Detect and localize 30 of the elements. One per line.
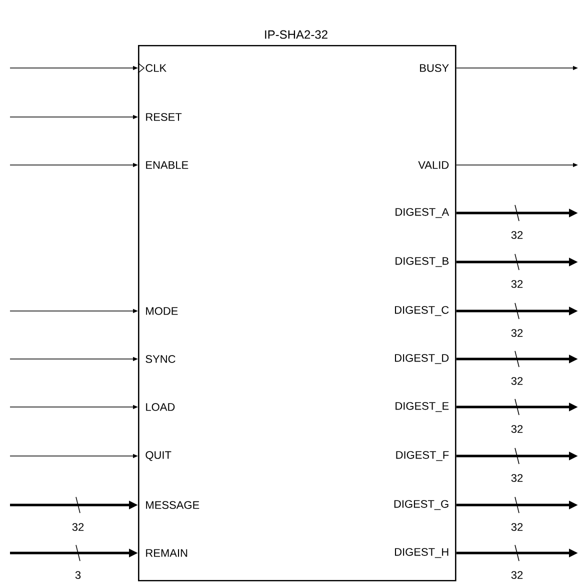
pin-label: QUIT <box>146 451 172 461</box>
pin-label: ENABLE <box>146 161 188 169</box>
edge-label: 3 <box>75 571 81 579</box>
pin-label: DIGEST_E <box>396 402 449 412</box>
pin-label: SYNC <box>146 355 176 363</box>
pin-label: DIGEST_F <box>396 451 449 461</box>
edge-label: 32 <box>511 280 523 288</box>
node-label: IP-SHA2-32 <box>265 30 328 39</box>
edge-label: 32 <box>511 523 523 531</box>
edge-label: 32 <box>511 571 523 579</box>
edge-label: 32 <box>511 329 523 337</box>
edge-label: 32 <box>511 231 523 239</box>
pin-label: CLK <box>146 64 166 72</box>
pin-label: DIGEST_H <box>395 548 448 558</box>
pin-label: DIGEST_A <box>396 208 450 218</box>
edge-label: 32 <box>511 474 523 482</box>
pin-label: DIGEST_B <box>396 257 449 267</box>
pin-label: VALID <box>418 161 449 169</box>
edge-label: 32 <box>511 425 523 433</box>
pin-label: MODE <box>146 307 178 315</box>
edge-label: 32 <box>511 377 523 385</box>
edge-label: 32 <box>72 523 84 531</box>
pin-label: DIGEST_G <box>394 500 448 510</box>
pin-label: MESSAGE <box>146 501 200 509</box>
pin-label: LOAD <box>146 403 175 411</box>
pin-label: RESET <box>146 113 182 121</box>
pin-label: DIGEST_C <box>395 306 449 316</box>
pin-label: BUSY <box>420 64 449 72</box>
pin-label: DIGEST_D <box>395 354 449 364</box>
pin-label: REMAIN <box>146 549 188 557</box>
